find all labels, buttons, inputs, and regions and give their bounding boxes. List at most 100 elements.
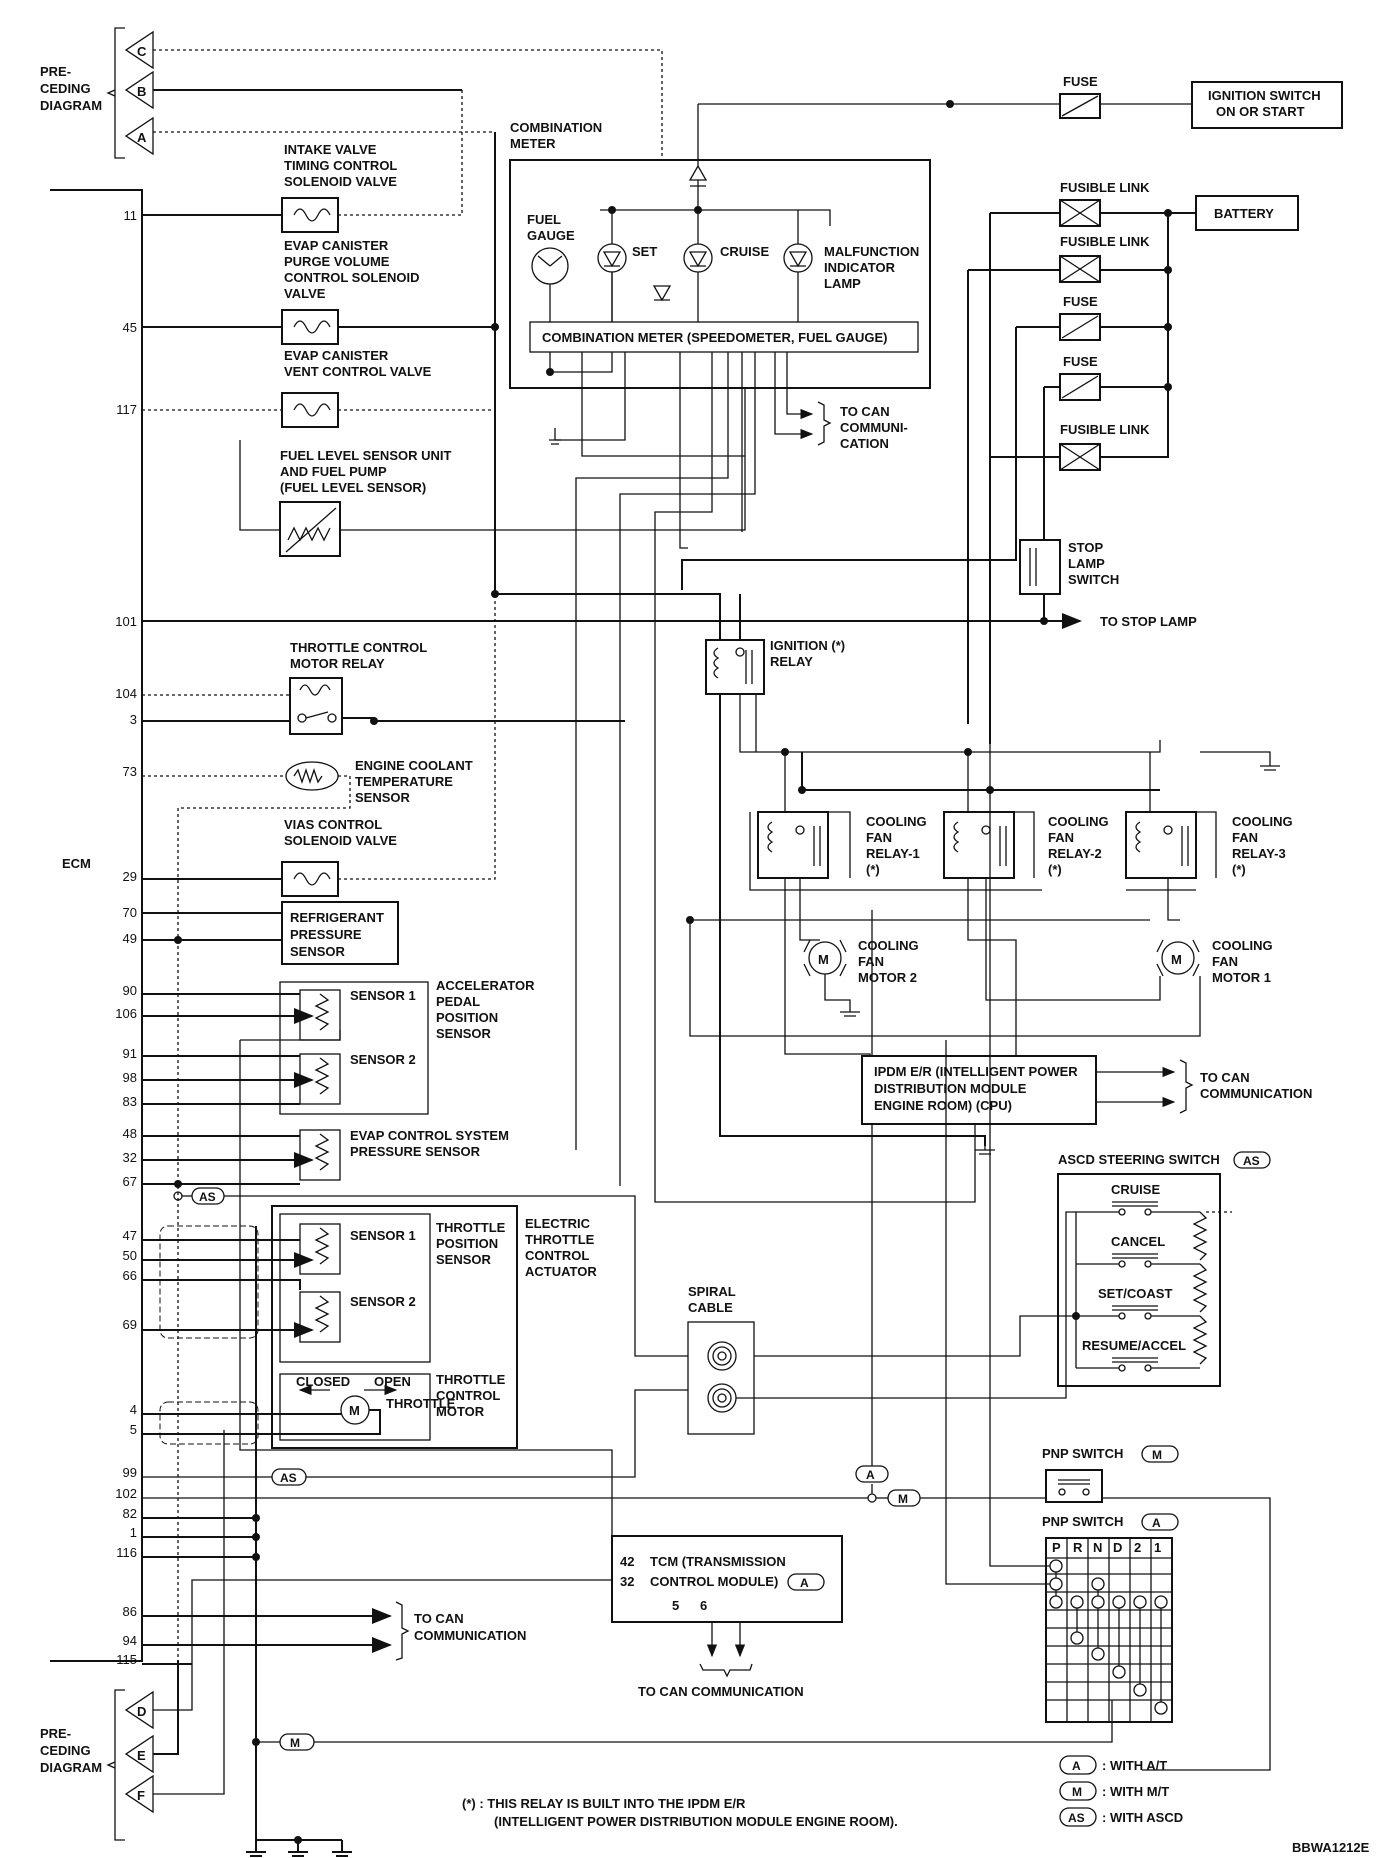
svg-text:94: 94 [123,1633,137,1648]
svg-text:A: A [1072,1759,1081,1773]
malfunction-indicator-lamp: MALFUNCTION INDICATOR LAMP [783,210,919,291]
electric-throttle-control-actuator: ELECTRIC THROTTLE CONTROL ACTUATOR THROT… [142,1205,597,1449]
svg-text:B: B [137,84,146,99]
svg-text:AS: AS [1068,1811,1085,1825]
svg-text:: WITH M/T: : WITH M/T [1102,1784,1169,1799]
svg-text:C: C [137,44,147,59]
svg-text:PRE-: PRE- [40,1726,71,1741]
legend-m: M : WITH M/T [1059,1781,1169,1801]
svg-text:COOLING: COOLING [858,938,919,953]
svg-text:POSITION: POSITION [436,1236,498,1251]
svg-text:A: A [137,130,147,145]
svg-text:THROTTLE: THROTTLE [525,1232,595,1247]
svg-text:91: 91 [123,1046,137,1061]
cooling-fan-relay-1: COOLING FAN RELAY-1 (*) [757,811,927,879]
svg-text:PEDAL: PEDAL [436,994,480,1009]
svg-text:CONTROL: CONTROL [436,1388,500,1403]
svg-text:GAUGE: GAUGE [527,228,575,243]
svg-text:FUEL: FUEL [527,212,561,227]
svg-text:AS: AS [199,1190,216,1204]
legend-a: A : WITH A/T [1059,1755,1167,1775]
svg-text:66: 66 [123,1268,137,1283]
svg-text:FUSE: FUSE [1063,74,1098,89]
svg-text:115: 115 [116,1652,137,1667]
engine-coolant-temperature-sensor: ENGINE COOLANT TEMPERATURE SENSOR [142,758,473,1660]
throttle-control-motor-relay: THROTTLE CONTROL MOTOR RELAY [142,640,625,735]
svg-text:M: M [1171,952,1182,967]
tcm: 42 32 TCM (TRANSMISSION CONTROL MODULE) … [611,1535,843,1699]
cooling-fan-motor-1: M COOLING FAN MOTOR 1 [686,916,1273,1037]
cooling-fan-relay-3: COOLING FAN RELAY-3 (*) [1125,811,1293,879]
svg-text:FUSIBLE LINK: FUSIBLE LINK [1060,180,1150,195]
fuse-2: FUSE [1016,294,1172,341]
svg-text:101: 101 [115,614,137,629]
svg-text:CONTROL MODULE): CONTROL MODULE) [650,1574,778,1589]
svg-text:COOLING: COOLING [866,814,927,829]
svg-text:ELECTRIC: ELECTRIC [525,1216,591,1231]
svg-text:FUSE: FUSE [1063,354,1098,369]
evap-control-system-pressure-sensor: EVAP CONTROL SYSTEM PRESSURE SENSOR [142,1128,509,1188]
svg-text:PRESSURE SENSOR: PRESSURE SENSOR [350,1144,481,1159]
svg-text:LAMP: LAMP [1068,556,1105,571]
svg-text:32: 32 [620,1574,634,1589]
intake-valve-timing-solenoid: INTAKE VALVE TIMING CONTROL SOLENOID VAL… [142,90,463,233]
svg-text:82: 82 [123,1506,137,1521]
ascd-resume-accel-button: RESUME/ACCEL [1082,1338,1186,1372]
connector-a: A [124,116,154,156]
svg-text:SET: SET [632,244,657,259]
svg-text:CATION: CATION [840,436,889,451]
svg-text:RELAY: RELAY [770,654,813,669]
ecm-label: ECM [62,856,91,871]
accelerator-pedal-position-sensor: ACCELERATOR PEDAL POSITION SENSOR SENSOR… [142,978,613,1570]
ignition-switch [1191,81,1343,129]
svg-text:TIMING CONTROL: TIMING CONTROL [284,158,397,173]
svg-text:117: 117 [116,402,137,417]
pnp-switch-at: PNP SWITCH A P R N D 2 1 [945,744,1179,1723]
legend: A : WITH A/T M : WITH M/T AS : WITH ASCD [1059,1755,1183,1827]
svg-text:98: 98 [123,1070,137,1085]
svg-text:SENSOR: SENSOR [436,1252,492,1267]
set-indicator: SET [597,243,657,273]
svg-text:TO CAN COMMUNICATION: TO CAN COMMUNICATION [638,1684,804,1699]
connector-f: F [124,1774,154,1814]
svg-text:69: 69 [123,1317,137,1332]
preceding-diagram-top: PRE- CEDING DIAGRAM C B A [40,27,154,159]
svg-text:ENGINE COOLANT: ENGINE COOLANT [355,758,473,773]
svg-text:29: 29 [123,869,137,884]
svg-text:102: 102 [115,1486,137,1501]
fusible-link-2: FUSIBLE LINK [968,234,1172,283]
preceding-label-2: CEDING [40,81,91,96]
svg-text:P: P [1052,1540,1061,1555]
ecm-pins: 11 45 117 101 104 3 73 29 70 49 90 106 9… [115,208,137,1667]
svg-text:SOLENOID VALVE: SOLENOID VALVE [284,833,397,848]
svg-text:E: E [137,1748,146,1763]
svg-text:N: N [1093,1540,1102,1555]
svg-text:73: 73 [123,764,137,779]
svg-text:INTAKE VALVE: INTAKE VALVE [284,142,377,157]
svg-text:AS: AS [280,1471,297,1485]
svg-text:PNP SWITCH: PNP SWITCH [1042,1514,1123,1529]
svg-text:REFRIGERANT: REFRIGERANT [290,910,384,925]
power-supply: FUSE IGNITION SWITCH ON OR START FUSIBLE… [681,74,1343,744]
legend-as: AS : WITH ASCD [1059,1807,1183,1827]
svg-text:50: 50 [123,1248,137,1263]
svg-text:CONTROL SOLENOID: CONTROL SOLENOID [284,270,420,285]
ascd-line-99: AS [142,1389,688,1486]
svg-text:IPDM E/R (INTELLIGENT POWER: IPDM E/R (INTELLIGENT POWER [874,1064,1078,1079]
svg-text:CABLE: CABLE [688,1300,733,1315]
svg-text:SWITCH: SWITCH [1068,572,1119,587]
stop-lamp-switch: STOP LAMP SWITCH [1019,539,1119,621]
svg-text:FUEL LEVEL SENSOR UNIT: FUEL LEVEL SENSOR UNIT [280,448,451,463]
svg-text:104: 104 [115,686,137,701]
svg-text:4: 4 [130,1402,137,1417]
svg-text:3: 3 [130,712,137,727]
svg-text:COOLING: COOLING [1048,814,1109,829]
svg-text:M: M [290,1736,300,1750]
svg-text:EVAP CONTROL SYSTEM: EVAP CONTROL SYSTEM [350,1128,509,1143]
ecm: ECM 11 45 117 101 104 3 73 29 70 49 90 1… [50,189,143,1667]
svg-text:RELAY-3: RELAY-3 [1232,846,1286,861]
svg-text:LAMP: LAMP [824,276,861,291]
svg-text:(*): (*) [1232,862,1246,877]
svg-text:COMMUNICATION: COMMUNICATION [1200,1086,1312,1101]
